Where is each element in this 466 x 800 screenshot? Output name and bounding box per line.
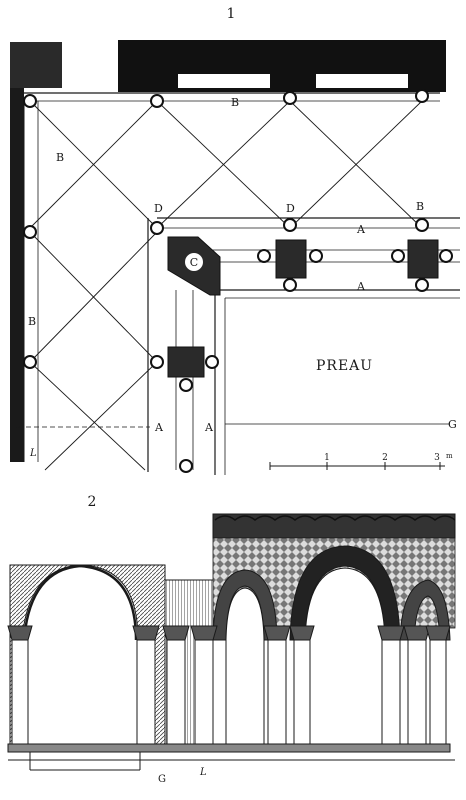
label-a: A bbox=[356, 280, 366, 293]
label-a: A bbox=[204, 421, 214, 434]
label-d: D bbox=[154, 202, 163, 215]
plan-columns bbox=[23, 89, 453, 473]
label-a: A bbox=[154, 421, 164, 434]
plan-drawing bbox=[10, 40, 460, 475]
elevation-mark-l: L bbox=[199, 767, 207, 778]
label-b: B bbox=[231, 96, 239, 109]
elevation-capitals bbox=[7, 625, 451, 641]
label-g: G bbox=[448, 418, 457, 431]
scale-tick-1: 1 bbox=[324, 453, 330, 463]
scale-bar: 1 2 3 m bbox=[269, 452, 453, 470]
label-b: B bbox=[416, 200, 424, 213]
scale-unit: m bbox=[446, 452, 453, 460]
scale-tick-2: 2 bbox=[382, 453, 388, 463]
label-d: D bbox=[286, 202, 295, 215]
left-wall bbox=[10, 42, 24, 462]
label-a: A bbox=[356, 223, 366, 236]
label-e: E bbox=[14, 423, 21, 434]
scale-tick-3: 3 bbox=[434, 453, 440, 463]
figure-number-2: 2 bbox=[88, 494, 97, 510]
label-l: L bbox=[29, 448, 37, 459]
top-left-wall bbox=[10, 42, 62, 88]
elevation-mark-g: G bbox=[158, 774, 166, 785]
figure-number-1: 1 bbox=[227, 6, 236, 22]
elevation-drawing bbox=[7, 513, 456, 771]
elevation-columns bbox=[11, 637, 447, 745]
pier bbox=[167, 346, 205, 378]
pier bbox=[275, 239, 307, 279]
label-b: B bbox=[28, 315, 36, 328]
pier bbox=[407, 239, 439, 279]
label-c: C bbox=[190, 256, 198, 269]
plan-labels: B B B B D D A A A A C G E L PREAU bbox=[14, 96, 457, 459]
room-label-preau: PREAU bbox=[316, 358, 373, 374]
label-b: B bbox=[56, 151, 64, 164]
